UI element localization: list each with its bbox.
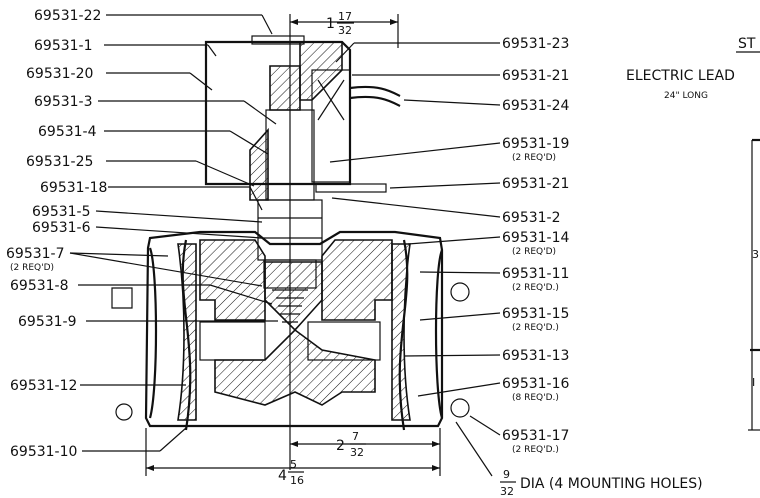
side-panel: ST ELECTRIC LEAD 24" LONG 3 I: [626, 36, 760, 431]
callout-right-label: 69531-11: [502, 266, 569, 282]
plunger-stem: [257, 40, 323, 470]
callout-right-label: 69531-13: [502, 348, 569, 364]
callout-left-label: 69531-5: [32, 204, 91, 220]
dimension-bottom-mid: 2 7 32: [336, 430, 366, 459]
dim-mid-den: 32: [350, 446, 364, 459]
callout-left-label: 69531-18: [40, 180, 107, 196]
right-callouts: 69531-23 69531-21 69531-24 69531-19 (2 R…: [329, 36, 569, 455]
callout-left-label: 69531-6: [32, 220, 91, 236]
dim-top-whole: 1: [326, 16, 335, 32]
dim-hole-text: DIA (4 MOUNTING HOLES): [520, 476, 703, 492]
callout-right-label: 69531-17: [502, 428, 569, 444]
callout-right-sub: (2 REQ'D.): [512, 283, 559, 293]
callout-right-sub: (2 REQ'D.): [512, 323, 559, 333]
callout-left-label: 69531-22: [34, 8, 101, 24]
callout-left-label: 69531-7: [6, 246, 65, 262]
callout-left-label: 69531-25: [26, 154, 93, 170]
solenoid-coil: [204, 35, 401, 201]
valve-body: [111, 230, 470, 431]
callout-left-label: 69531-10: [10, 444, 77, 460]
dimension-hole: 9 32 DIA (4 MOUNTING HOLES): [500, 468, 703, 498]
dim-mid-whole: 2: [336, 438, 345, 454]
callout-left-label: 69531-8: [10, 278, 69, 294]
side-edge-glyph-1: I: [752, 376, 755, 389]
callout-right-label: 69531-16: [502, 376, 569, 392]
dim-hole-den: 32: [500, 485, 514, 498]
dimension-top: 1 17 32: [326, 10, 354, 37]
callout-left-label: 69531-1: [34, 38, 93, 54]
callout-right-sub: (2 REQ'D): [512, 153, 556, 163]
callout-right-sub: (2 REQ'D): [512, 247, 556, 257]
callout-left-label: 69531-9: [18, 314, 77, 330]
dim-hole-num: 9: [503, 468, 510, 481]
dim-overall-whole: 4: [278, 468, 287, 484]
callout-right-sub: (2 REQ'D.): [512, 445, 559, 455]
dim-overall-den: 16: [290, 474, 304, 487]
dim-top-den: 32: [338, 24, 352, 37]
callout-left-label: 69531-20: [26, 66, 93, 82]
callout-right-label: 69531-23: [502, 36, 569, 52]
side-edge-glyph-3: 3: [752, 248, 759, 261]
callout-right-label: 69531-14: [502, 230, 569, 246]
callout-right-label: 69531-24: [502, 98, 569, 114]
callout-right-sub: (8 REQ'D.): [512, 393, 559, 403]
callout-right-label: 69531-21: [502, 68, 569, 84]
callout-left-label: 69531-4: [38, 124, 97, 140]
callout-left-sub: (2 REQ'D): [10, 263, 54, 273]
callout-left-label: 69531-3: [34, 94, 93, 110]
dimension-lines: [145, 14, 493, 477]
side-heading: ST: [738, 36, 756, 52]
left-callouts: 69531-22 69531-1 69531-20 69531-3 69531-…: [6, 8, 278, 460]
side-electric-lead: ELECTRIC LEAD: [626, 68, 735, 84]
dim-overall-num: 5: [290, 458, 297, 471]
dim-mid-num: 7: [352, 430, 359, 443]
callout-right-label: 69531-19: [502, 136, 569, 152]
callout-right-label: 69531-2: [502, 210, 561, 226]
side-lead-length: 24" LONG: [664, 91, 708, 101]
callout-left-label: 69531-12: [10, 378, 77, 394]
dim-top-num: 17: [338, 10, 352, 23]
dimension-overall: 4 5 16: [278, 458, 304, 487]
callout-right-label: 69531-15: [502, 306, 569, 322]
callout-right-label: 69531-21: [502, 176, 569, 192]
